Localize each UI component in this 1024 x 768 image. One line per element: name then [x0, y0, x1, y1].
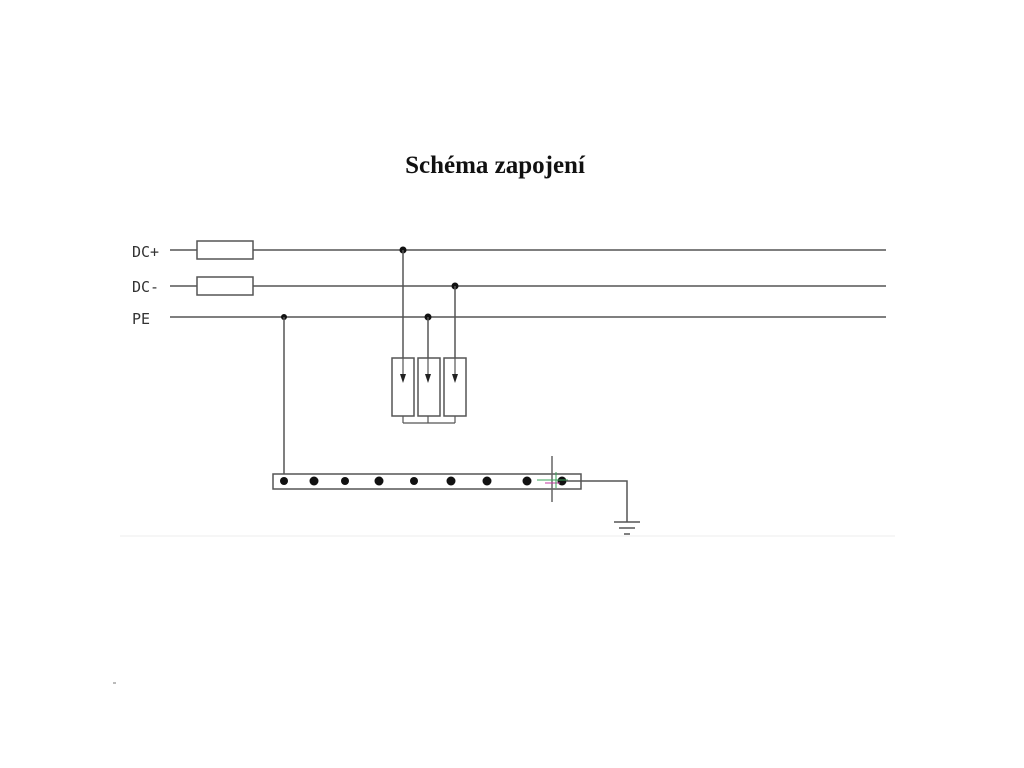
label-dc-minus: DC- [132, 278, 159, 296]
ground-wire [566, 480, 628, 522]
spd-feed-wires [402, 250, 456, 358]
terminal [557, 476, 567, 486]
spd-module-1 [391, 357, 415, 417]
fuse-dc-minus [196, 276, 254, 296]
crosshair-cursor-icon [537, 456, 568, 502]
label-pe: PE [132, 310, 150, 328]
earthing-bar [272, 473, 582, 490]
spd-common-link [402, 416, 456, 424]
terminal [341, 477, 349, 485]
terminal [410, 477, 418, 485]
terminal [482, 476, 492, 486]
diagram-title: Schéma zapojení [405, 152, 585, 179]
terminal [280, 477, 288, 485]
label-dc-plus: DC+ [132, 243, 159, 261]
fuse-dc-plus [196, 240, 254, 260]
spd-module-2 [417, 357, 441, 417]
terminal [309, 476, 319, 486]
ground-symbol-icon [614, 521, 640, 535]
earthing-bar-terminals [280, 476, 567, 486]
spd-module-3 [443, 357, 467, 417]
terminal [446, 476, 456, 486]
terminal [522, 476, 532, 486]
terminal [374, 476, 384, 486]
